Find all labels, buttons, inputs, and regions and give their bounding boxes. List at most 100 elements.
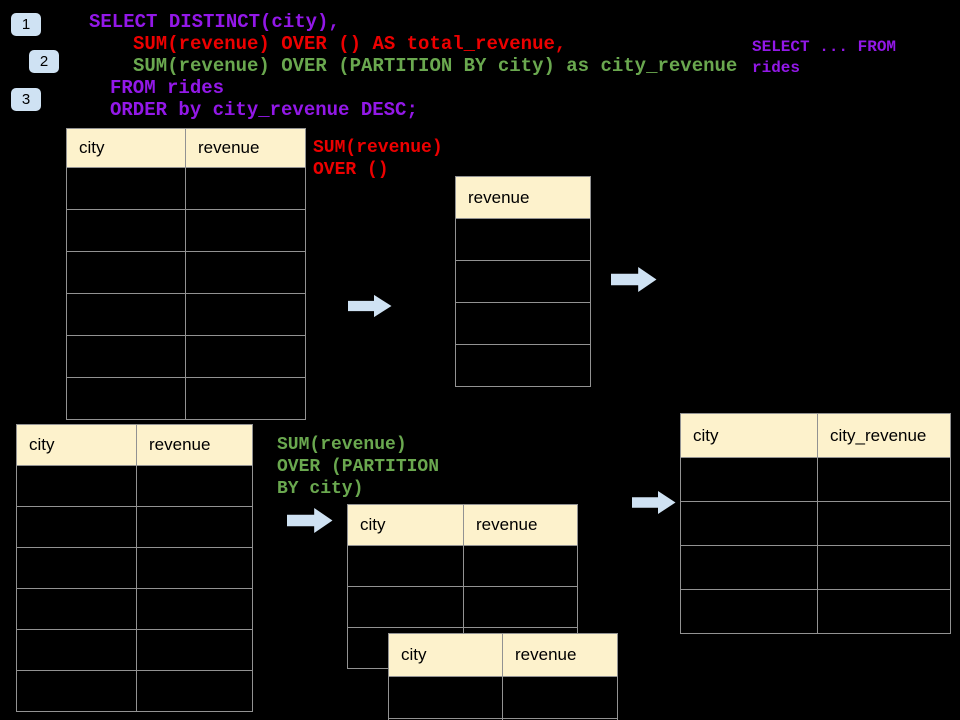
- column-header-city: city: [680, 413, 818, 458]
- table-cell: [680, 457, 818, 502]
- table-cell: [185, 251, 306, 294]
- annotation-total-line-2: OVER (): [313, 160, 389, 180]
- table-total-result: revenue: [455, 176, 591, 387]
- table-cell: [680, 545, 818, 590]
- table-header-row: city city_revenue: [680, 413, 951, 458]
- table-row: [347, 545, 578, 587]
- arrow-right-icon: [632, 490, 676, 515]
- table-row: [388, 718, 618, 720]
- column-header-city: city: [16, 424, 137, 466]
- table-cell: [185, 167, 306, 210]
- sql-line-sum-partition: SUM(revenue) OVER (PARTITION BY city) as…: [133, 55, 738, 77]
- column-header-city: city: [66, 128, 186, 168]
- step-badge-1: 1: [11, 13, 41, 36]
- table-cell: [185, 293, 306, 336]
- sql-line-sum-total: SUM(revenue) OVER () AS total_revenue,: [133, 33, 567, 55]
- table-cell: [66, 209, 186, 252]
- column-header-city-revenue: city_revenue: [817, 413, 951, 458]
- side-note-line-2: rides: [752, 59, 801, 77]
- arrow-right-icon: [287, 508, 333, 533]
- arrow-right-icon: [611, 267, 657, 292]
- table-cell: [136, 465, 253, 507]
- table-row: [66, 377, 306, 420]
- column-header-revenue: revenue: [455, 176, 591, 219]
- table-cell: [388, 676, 503, 719]
- table-cell: [817, 545, 951, 590]
- table-cell: [455, 344, 591, 387]
- table-cell: [136, 506, 253, 548]
- side-note-line-1: SELECT ... FROM: [752, 38, 897, 56]
- table-rides-top: city revenue: [66, 128, 306, 420]
- table-cell: [185, 209, 306, 252]
- table-row: [455, 218, 591, 261]
- step-badge-3: 3: [11, 88, 41, 111]
- table-cell: [502, 718, 618, 720]
- table-cell: [185, 335, 306, 378]
- table-row: [66, 293, 306, 336]
- table-cell: [66, 167, 186, 210]
- table-cell: [16, 465, 137, 507]
- table-cell: [463, 586, 578, 628]
- table-row: [16, 465, 253, 507]
- column-header-revenue: revenue: [185, 128, 306, 168]
- table-row: [455, 302, 591, 345]
- table-cell: [66, 293, 186, 336]
- table-row: [16, 506, 253, 548]
- table-cell: [16, 547, 137, 589]
- table-cell: [455, 260, 591, 303]
- table-cell: [136, 588, 253, 630]
- table-row: [680, 501, 951, 546]
- table-row: [680, 589, 951, 634]
- table-cell: [16, 670, 137, 712]
- table-cell: [66, 251, 186, 294]
- annotation-partition-line-3: BY city): [277, 479, 364, 499]
- table-cell: [817, 457, 951, 502]
- table-cell: [817, 501, 951, 546]
- table-header-row: city revenue: [347, 504, 578, 546]
- table-cell: [66, 335, 186, 378]
- sql-line-order: ORDER by city_revenue DESC;: [110, 99, 418, 121]
- sql-line-from: FROM rides: [110, 77, 225, 99]
- table-row: [455, 260, 591, 303]
- table-row: [347, 586, 578, 628]
- arrow-right-icon: [348, 294, 392, 318]
- table-cell: [136, 670, 253, 712]
- table-cell: [136, 547, 253, 589]
- table-header-row: revenue: [455, 176, 591, 219]
- table-header-row: city revenue: [388, 633, 618, 677]
- table-cell: [16, 588, 137, 630]
- table-cell: [136, 629, 253, 671]
- table-cell: [347, 545, 464, 587]
- table-cell: [680, 589, 818, 634]
- table-cell: [680, 501, 818, 546]
- table-row: [680, 457, 951, 502]
- column-header-city: city: [347, 504, 464, 546]
- table-row: [680, 545, 951, 590]
- table-cell: [347, 586, 464, 628]
- table-row: [388, 676, 618, 719]
- table-rides-bottom: city revenue: [16, 424, 253, 712]
- table-cell: [66, 377, 186, 420]
- table-row: [16, 588, 253, 630]
- table-row: [455, 344, 591, 387]
- annotation-partition-line-2: OVER (PARTITION: [277, 457, 440, 477]
- table-cell: [817, 589, 951, 634]
- table-row: [16, 629, 253, 671]
- table-city-revenue-result: city city_revenue: [680, 413, 951, 634]
- table-header-row: city revenue: [16, 424, 253, 466]
- table-row: [66, 251, 306, 294]
- table-header-row: city revenue: [66, 128, 306, 168]
- column-header-revenue: revenue: [463, 504, 578, 546]
- table-cell: [463, 545, 578, 587]
- table-row: [66, 209, 306, 252]
- table-row: [16, 547, 253, 589]
- table-partition-overlay: city revenue: [388, 633, 618, 720]
- sql-line-select: SELECT DISTINCT(city),: [89, 11, 340, 33]
- table-row: [66, 335, 306, 378]
- table-cell: [455, 302, 591, 345]
- table-cell: [185, 377, 306, 420]
- column-header-city: city: [388, 633, 503, 677]
- table-row: [16, 670, 253, 712]
- table-row: [66, 167, 306, 210]
